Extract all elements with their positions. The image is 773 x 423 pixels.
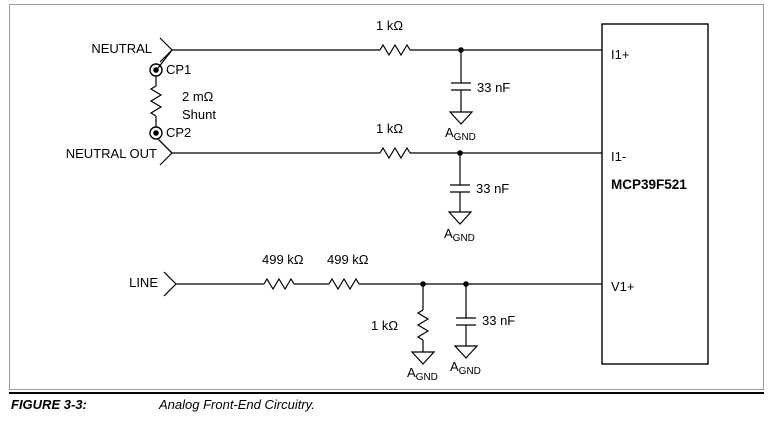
shunt-value-label: 2 mΩ xyxy=(182,89,214,104)
pin-label-i1-minus: I1- xyxy=(611,149,626,164)
analog-front-end-schematic: I1+ I1- MCP39F521 V1+ NEUTRAL 1 kΩ 33 nF… xyxy=(66,18,709,383)
shunt-name-label: Shunt xyxy=(182,107,216,122)
pin-label-v1-plus: V1+ xyxy=(611,279,635,294)
cp2-label: CP2 xyxy=(166,125,191,140)
cp2-test-point xyxy=(149,126,163,140)
ground-symbol-icon xyxy=(448,111,474,125)
resistor-i1-minus xyxy=(379,146,411,160)
figure-frame xyxy=(9,4,764,390)
resistor-divider-value: 1 kΩ xyxy=(371,318,398,333)
ground-label: AGND xyxy=(445,125,476,143)
ground-symbol-icon xyxy=(410,351,436,365)
neutral-out-label: NEUTRAL OUT xyxy=(66,146,157,161)
ground-label: AGND xyxy=(407,365,438,383)
capacitor-i1-minus-value: 33 nF xyxy=(476,181,509,196)
resistor-line-2-value: 499 kΩ xyxy=(327,252,369,267)
neutral-out-input-arrow xyxy=(159,140,173,166)
resistor-i1-plus-value: 1 kΩ xyxy=(376,18,403,33)
figure-title: Analog Front-End Circuitry. xyxy=(159,397,315,412)
line-input-arrow xyxy=(163,271,177,297)
ground-label: AGND xyxy=(444,226,475,244)
resistor-line-1 xyxy=(263,277,295,291)
resistor-i1-plus xyxy=(379,43,411,57)
cp1-label: CP1 xyxy=(166,62,191,77)
figure-number: FIGURE 3-3: xyxy=(11,397,87,412)
resistor-line-2 xyxy=(328,277,360,291)
neutral-label: NEUTRAL xyxy=(91,41,152,56)
ground-symbol-icon xyxy=(447,211,473,225)
chip-name-label: MCP39F521 xyxy=(611,177,687,192)
line-label: LINE xyxy=(129,275,158,290)
resistor-i1-minus-value: 1 kΩ xyxy=(376,121,403,136)
pin-label-i1-plus: I1+ xyxy=(611,47,629,62)
cp2-test-point-dot xyxy=(153,130,159,136)
shunt-resistor xyxy=(149,85,163,117)
capacitor-i1-plus-value: 33 nF xyxy=(477,80,510,95)
resistor-divider xyxy=(416,309,430,341)
resistor-line-1-value: 499 kΩ xyxy=(262,252,304,267)
ground-label: AGND xyxy=(450,359,481,377)
capacitor-v1-value: 33 nF xyxy=(482,313,515,328)
cp1-test-point-dot xyxy=(153,67,159,73)
mcp39f521-chip-body xyxy=(601,23,709,365)
ground-symbol-icon xyxy=(453,345,479,359)
figure-caption: FIGURE 3-3: Analog Front-End Circuitry. xyxy=(9,392,764,416)
